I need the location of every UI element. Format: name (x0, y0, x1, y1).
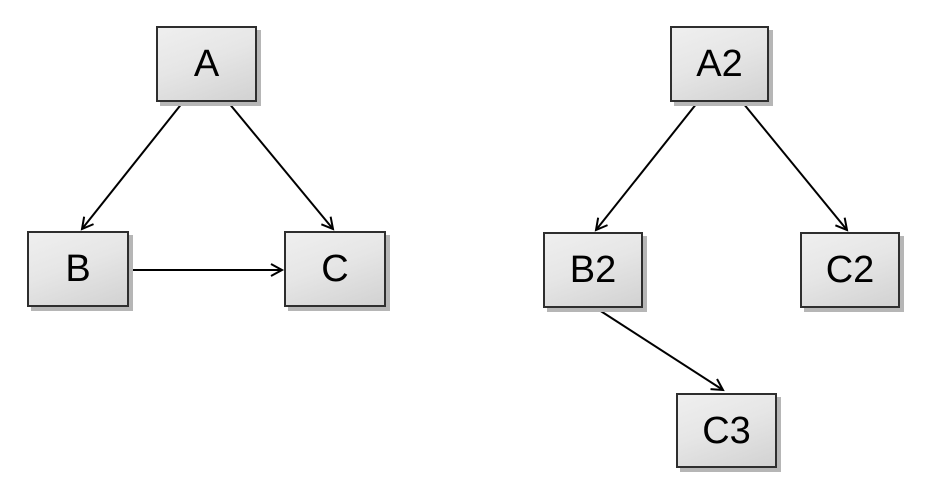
node-C3-label: C3 (702, 409, 751, 452)
node-C[interactable]: C (284, 231, 386, 307)
edge-A-C (227, 101, 335, 231)
node-A-label: A (193, 43, 220, 85)
node-B[interactable]: B (27, 231, 129, 307)
node-C-label: C (321, 248, 349, 290)
node-B2-label: B2 (569, 249, 617, 291)
edge-A2-C2 (742, 102, 849, 232)
node-A2[interactable]: A2 (670, 26, 769, 102)
edge-A2-B2 (594, 102, 698, 232)
edge-B2-C3 (595, 307, 725, 392)
node-C2[interactable]: C2 (800, 232, 900, 308)
node-C2-label: C2 (825, 249, 875, 291)
node-C3[interactable]: C3 (676, 393, 777, 468)
node-A2-label: A2 (696, 43, 743, 85)
node-B2[interactable]: B2 (543, 232, 643, 308)
node-B-label: B (65, 248, 91, 290)
node-A[interactable]: A (156, 26, 257, 102)
edge-A-B (80, 101, 184, 231)
